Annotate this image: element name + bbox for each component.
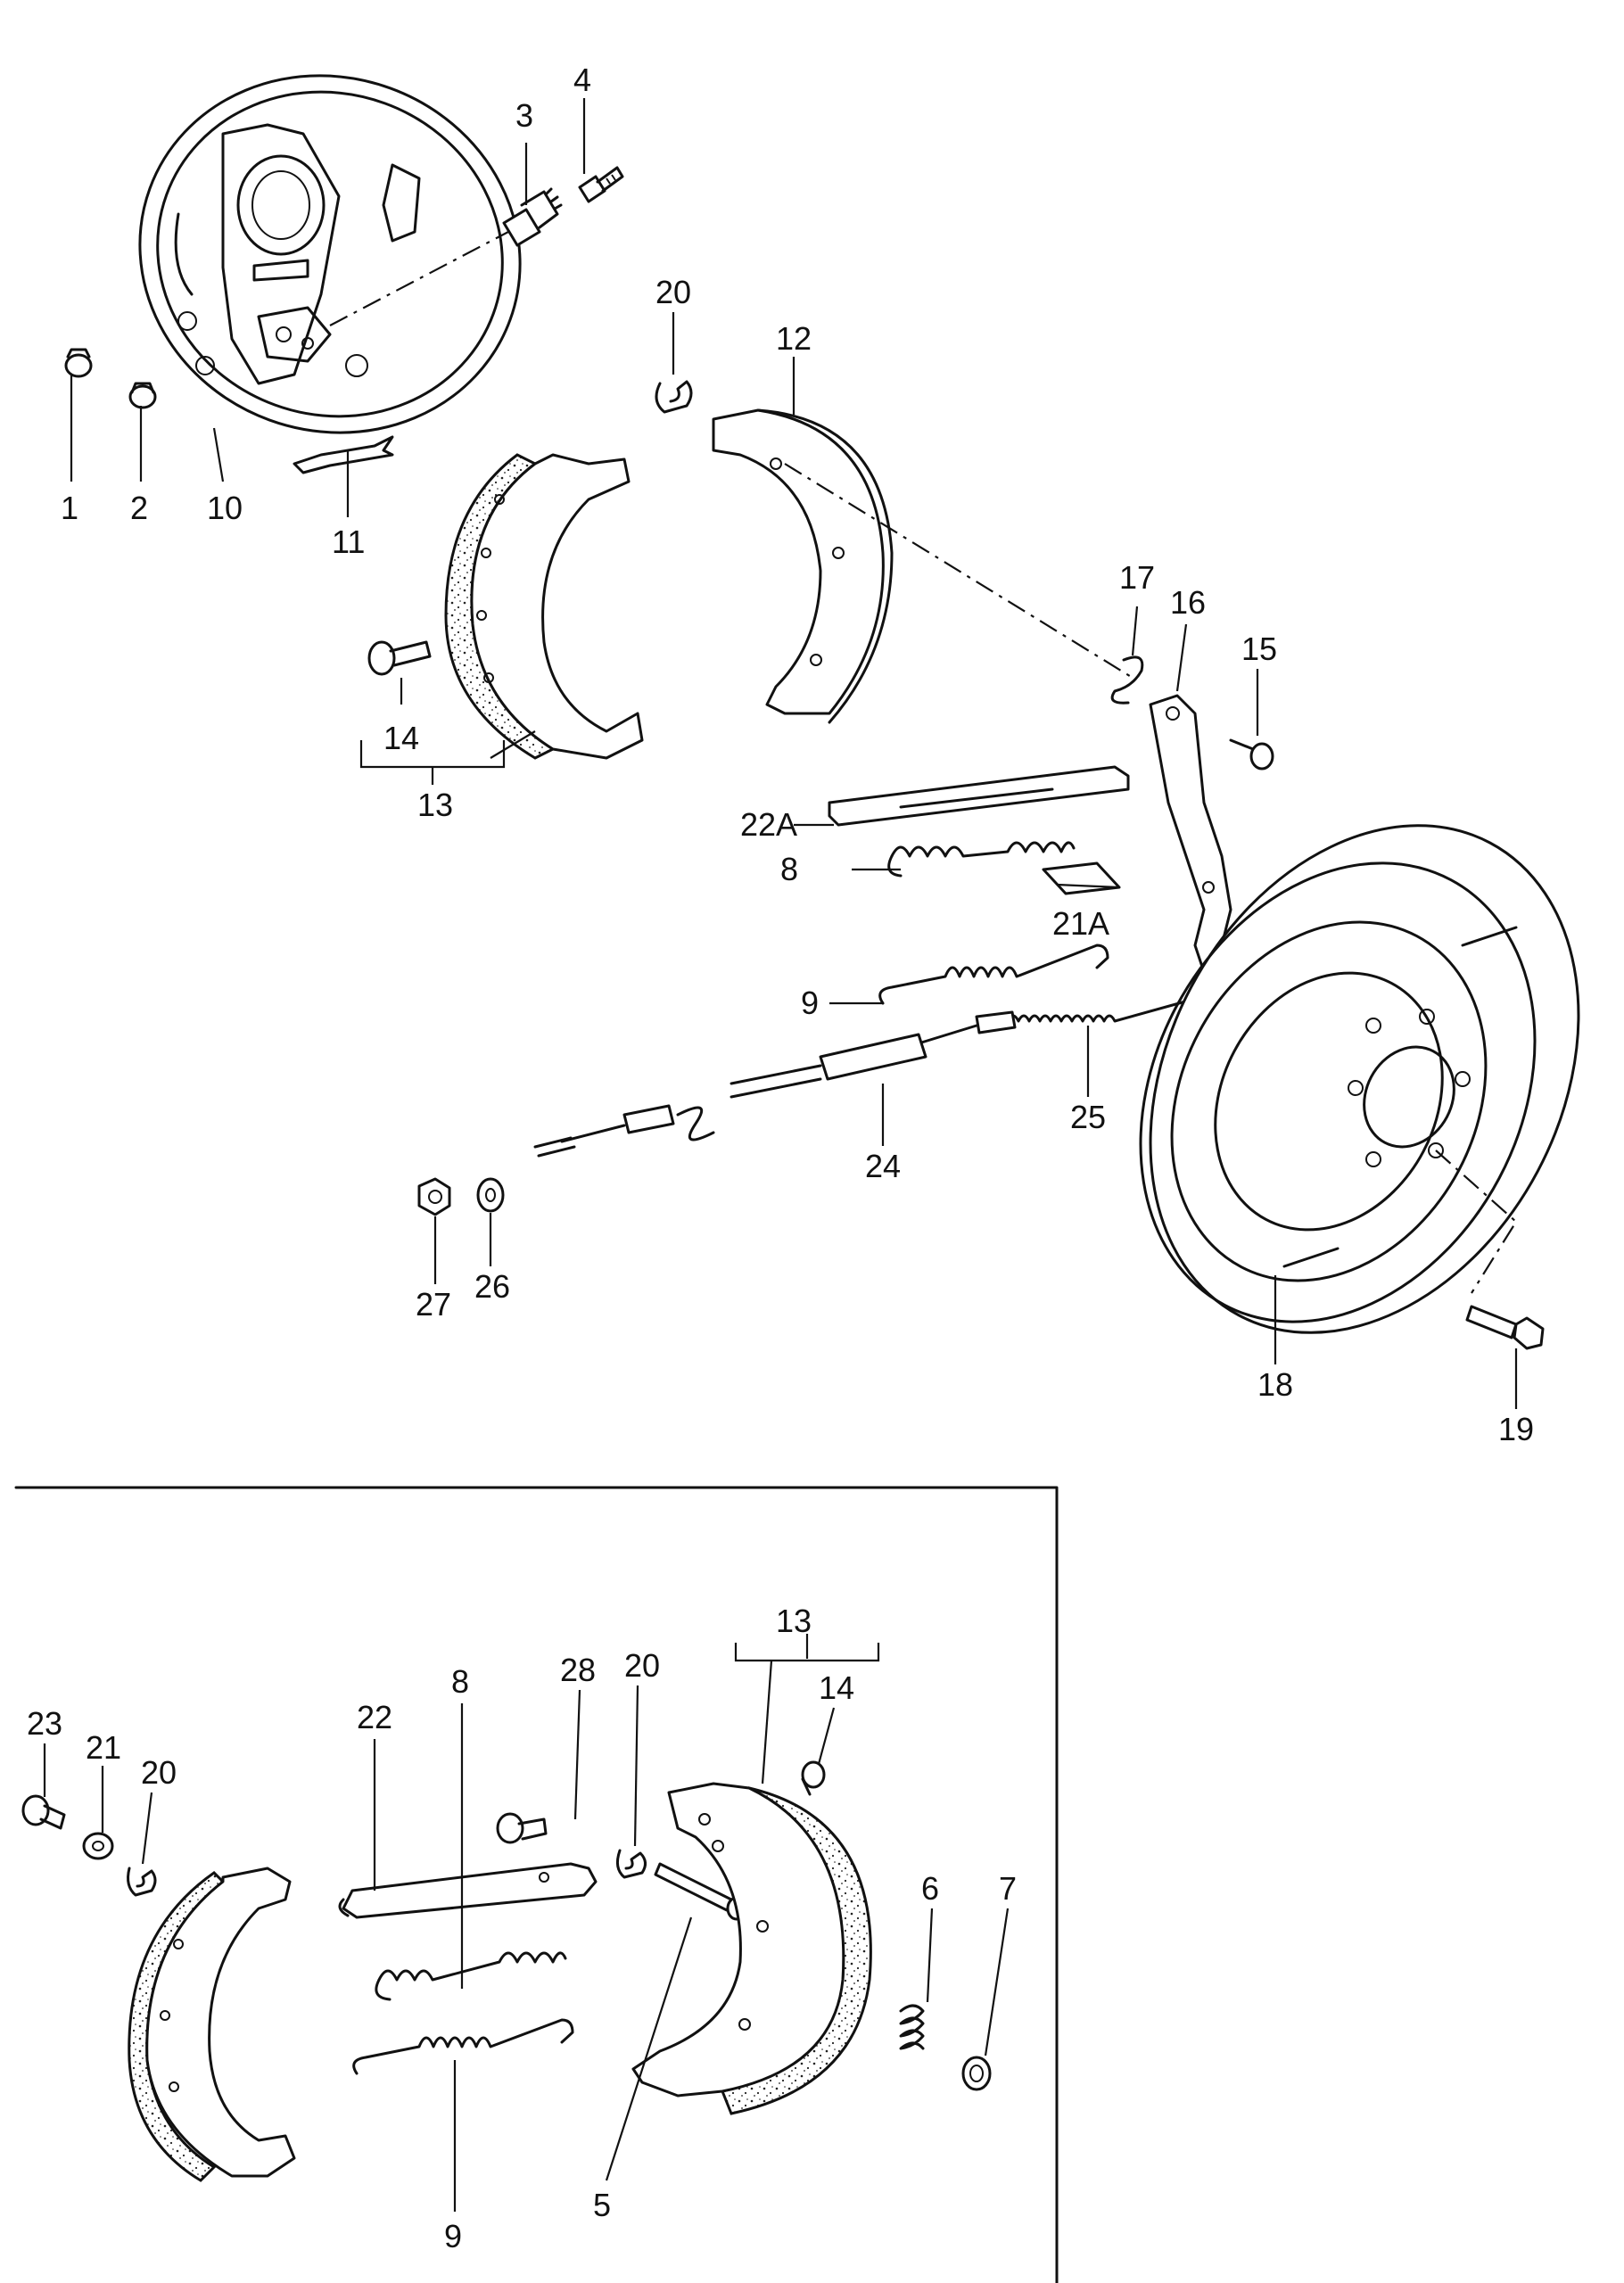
parking-brake-cable [533, 979, 1232, 1158]
label-22: 22 [357, 1699, 392, 1735]
label-11: 11 [332, 523, 365, 560]
label-9-inset: 9 [444, 2218, 462, 2254]
label-2: 2 [130, 490, 148, 526]
inset-spring-9 [352, 2018, 574, 2075]
inset-spring-6 [899, 2004, 925, 2050]
label-17: 17 [1119, 559, 1155, 596]
brake-drum [1139, 824, 1580, 1334]
plug-2 [128, 382, 157, 409]
shoe-clip-upper [655, 380, 693, 414]
upper-part-labels: 1 2 10 11 3 4 20 12 17 16 15 14 13 22A 8… [61, 62, 1534, 1447]
lever-bolt [1229, 738, 1274, 771]
label-19: 19 [1498, 1411, 1534, 1447]
inset-leader-lines [43, 1634, 1010, 2212]
backing-plate [138, 74, 522, 434]
label-13-inset: 13 [776, 1603, 812, 1639]
inset-clip-20-left [127, 1867, 157, 1897]
push-strut [828, 765, 1130, 827]
lower-return-spring [878, 944, 1109, 1005]
label-16: 16 [1170, 584, 1206, 621]
label-4: 4 [573, 62, 591, 98]
label-14-inset: 14 [819, 1669, 854, 1706]
label-18: 18 [1257, 1366, 1293, 1403]
label-20-inset-right: 20 [624, 1647, 660, 1684]
label-8-upper: 8 [780, 851, 798, 887]
label-25: 25 [1070, 1099, 1106, 1135]
label-10: 10 [207, 490, 243, 526]
label-5: 5 [593, 2187, 611, 2223]
inset-pin-14 [801, 1760, 826, 1796]
brake-shoe-right [712, 408, 1134, 724]
inset-clip-20-right [615, 1849, 647, 1879]
inset-spring-8 [375, 1951, 567, 2001]
brake-shoe-left [444, 453, 644, 760]
label-1: 1 [61, 490, 78, 526]
inset-frame [14, 1486, 1059, 2283]
s-clip [1110, 655, 1144, 705]
label-27: 27 [416, 1286, 451, 1323]
label-26: 26 [474, 1268, 510, 1305]
retaining-clip [293, 435, 394, 474]
label-6: 6 [921, 1870, 939, 1907]
inset-bolt-23 [21, 1794, 66, 1830]
inset-washer-21 [82, 1832, 114, 1860]
inset-brake-shoe-left [128, 1867, 296, 2182]
label-23: 23 [27, 1705, 62, 1742]
drum-bolt [1465, 1305, 1545, 1350]
label-8-inset: 8 [451, 1663, 469, 1700]
plug-1 [64, 348, 93, 378]
label-12: 12 [776, 320, 812, 357]
inset-pin-28 [496, 1812, 548, 1844]
label-22a: 22A [740, 806, 797, 843]
spring-retainer-a [1042, 861, 1121, 895]
inset-brake-shoe-right [631, 1782, 872, 2115]
inset-strut-22 [338, 1862, 598, 1919]
cable-washer [476, 1177, 505, 1213]
label-20-inset-left: 20 [141, 1754, 177, 1791]
label-21: 21 [86, 1729, 121, 1766]
label-15: 15 [1241, 631, 1277, 667]
cable-nut [417, 1177, 451, 1216]
upper-leader-lines [70, 98, 1518, 1409]
label-28: 28 [560, 1652, 596, 1688]
label-14-upper: 14 [383, 720, 419, 756]
label-7: 7 [999, 1870, 1017, 1907]
label-20-upper: 20 [655, 274, 691, 310]
label-21a: 21A [1052, 905, 1109, 942]
label-3: 3 [515, 97, 533, 134]
inset-part-labels: 23 21 20 22 8 28 20 13 14 6 7 9 5 [27, 1603, 1017, 2254]
label-24: 24 [865, 1148, 901, 1184]
hold-down-pin [367, 640, 432, 676]
inset-cap-7 [961, 2056, 992, 2091]
label-13-upper: 13 [417, 787, 453, 823]
adjuster-screw [502, 187, 563, 247]
label-9-upper: 9 [801, 985, 819, 1021]
bleeder-bolt [578, 166, 624, 203]
